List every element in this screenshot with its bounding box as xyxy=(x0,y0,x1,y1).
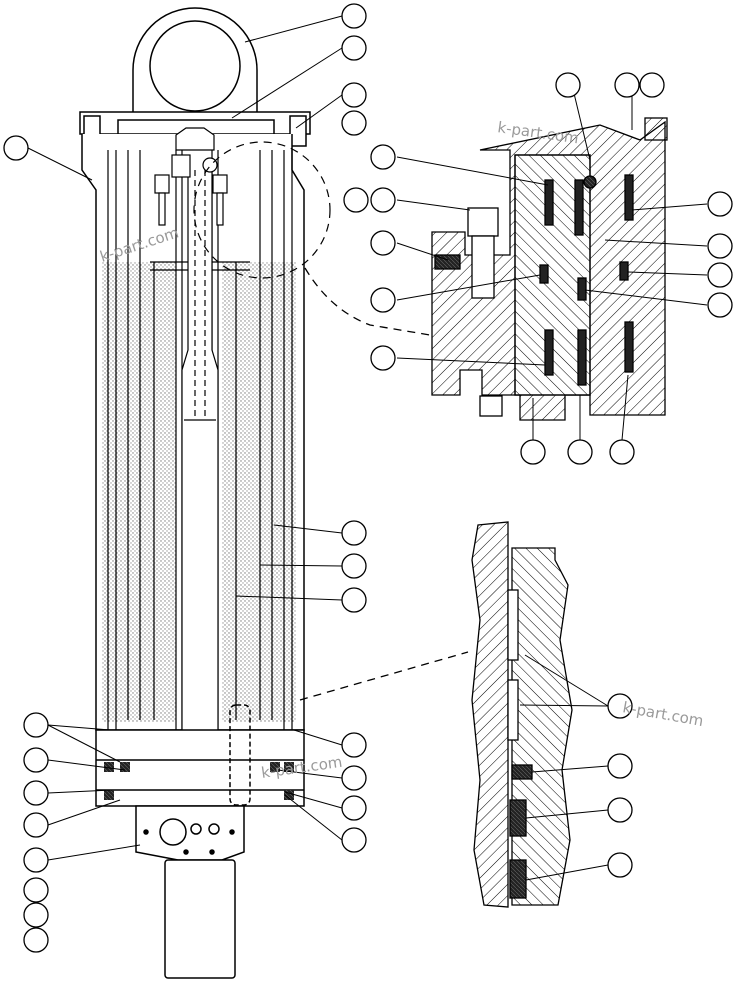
detail-circle xyxy=(193,141,331,279)
callout xyxy=(707,292,733,318)
callout xyxy=(555,72,581,98)
callout xyxy=(607,753,633,779)
callout xyxy=(607,797,633,823)
callout xyxy=(341,765,367,791)
callout xyxy=(614,72,640,98)
callout xyxy=(520,439,546,465)
callout xyxy=(370,345,396,371)
callout xyxy=(707,262,733,288)
callout xyxy=(609,439,635,465)
callout xyxy=(567,439,593,465)
callout xyxy=(607,852,633,878)
callout xyxy=(341,82,367,108)
callout xyxy=(341,553,367,579)
callouts xyxy=(3,3,733,953)
main-cylinder xyxy=(79,7,331,979)
callout xyxy=(341,827,367,853)
callout xyxy=(639,72,665,98)
callout xyxy=(23,847,49,873)
callout xyxy=(341,587,367,613)
center-rod xyxy=(181,170,219,781)
detail-piston xyxy=(299,521,573,908)
callout xyxy=(370,144,396,170)
callout xyxy=(707,233,733,259)
callout xyxy=(370,230,396,256)
callout xyxy=(341,732,367,758)
leader-lines xyxy=(27,15,708,881)
callout xyxy=(707,191,733,217)
callout xyxy=(341,520,367,546)
callout xyxy=(370,287,396,313)
rod-end xyxy=(135,805,245,979)
gland xyxy=(95,704,305,807)
callout xyxy=(23,712,49,738)
callout xyxy=(341,3,367,29)
callout xyxy=(23,902,49,928)
fluid-right xyxy=(222,262,296,722)
callout xyxy=(341,35,367,61)
callout xyxy=(23,877,49,903)
callout xyxy=(341,110,367,136)
fluid-left xyxy=(102,262,176,722)
callout xyxy=(343,187,369,213)
callout xyxy=(23,780,49,806)
callout xyxy=(370,187,396,213)
callout xyxy=(23,812,49,838)
callout xyxy=(23,927,49,953)
callout xyxy=(341,795,367,821)
lifting-eye xyxy=(132,7,258,118)
callout xyxy=(23,747,49,773)
callout xyxy=(3,135,29,161)
detail-top xyxy=(304,117,668,421)
watermark-text: k-part.com xyxy=(621,698,705,730)
callout xyxy=(607,693,633,719)
